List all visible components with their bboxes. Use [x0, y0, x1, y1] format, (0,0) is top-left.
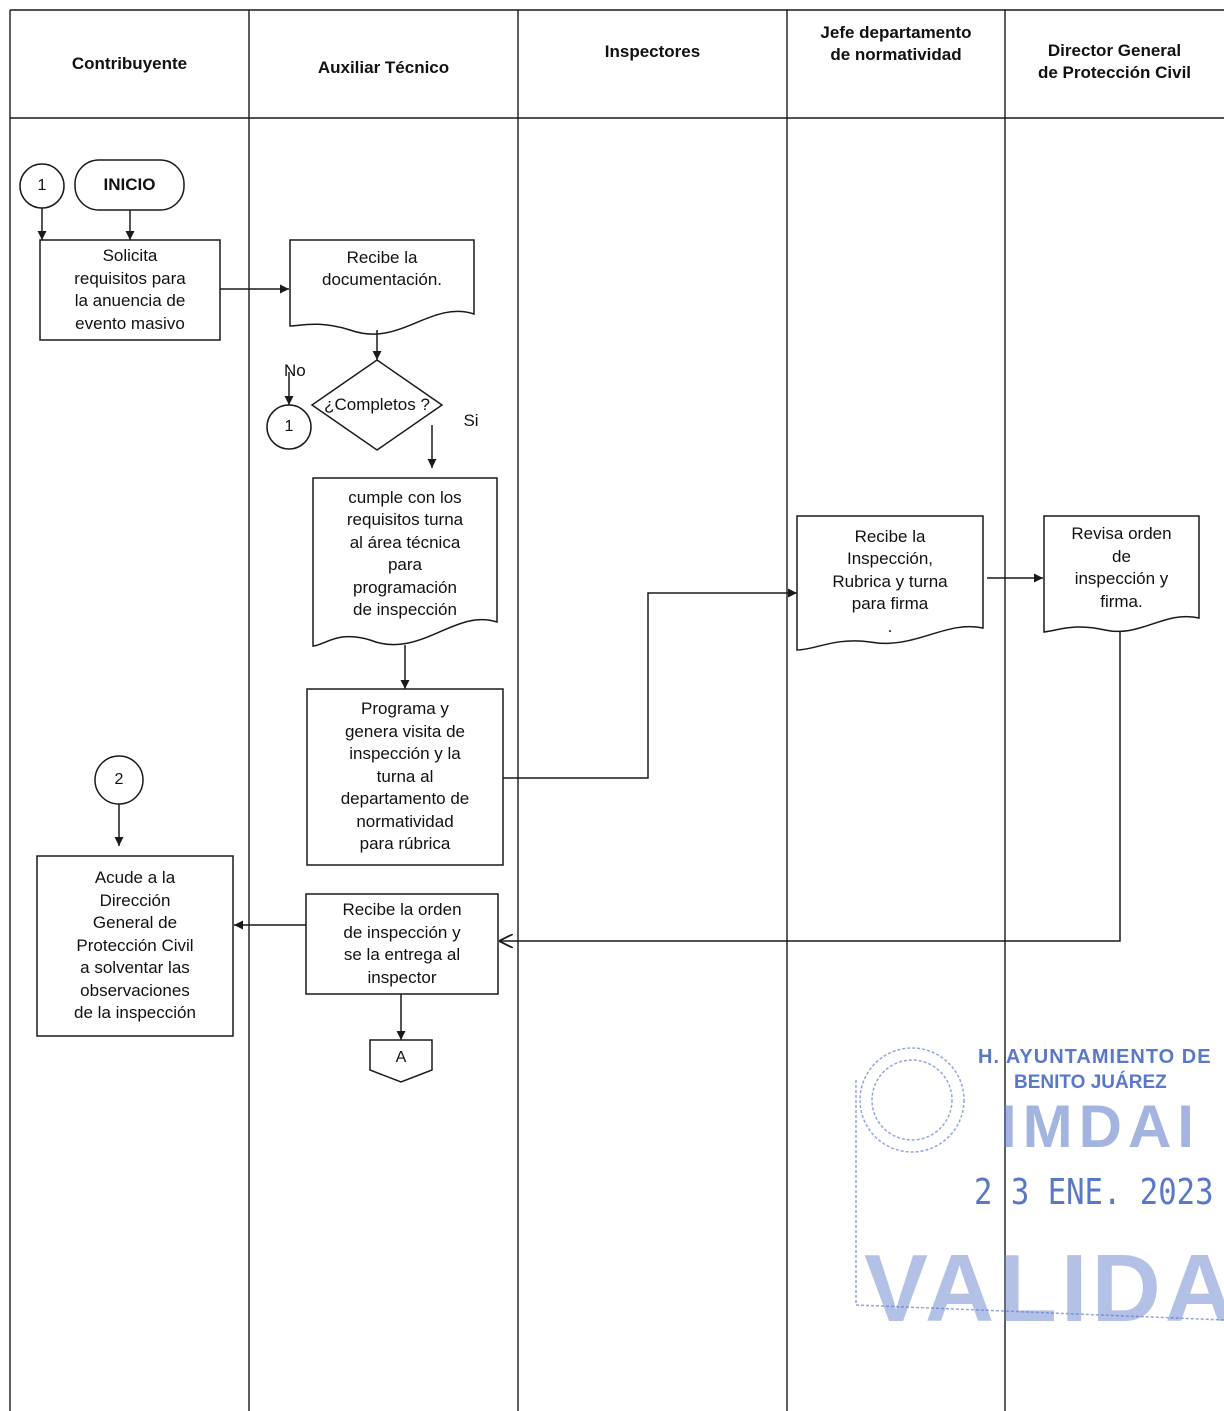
lane-header-jefe: Jefe departamento de normatividad: [820, 23, 972, 64]
connector-1-top: 1: [37, 176, 47, 194]
offpage-connector-a: A: [395, 1048, 407, 1066]
recibe-orden-box-shape: [305, 893, 499, 995]
stamp-line-1: H. AYUNTAMIENTO DE: [978, 1046, 1212, 1068]
lane-header-inspectores: Inspectores: [604, 42, 701, 61]
lane-header-auxiliar: Auxiliar Técnico: [317, 58, 450, 77]
arrow-programa-to-jefe: [503, 588, 797, 779]
recibe-documentacion-box: Recibe la documentación.: [321, 247, 443, 290]
offpage-a-shape: [369, 1039, 433, 1083]
programa-visita-box: Programa y genera visita de inspección y…: [340, 699, 470, 854]
lane-header-contribuyente: Contribuyente: [71, 54, 188, 73]
programa-box-shape: [306, 688, 504, 866]
lane-grid: [9, 9, 1224, 1411]
director-revisa-orden-box: Revisa orden de inspección y firma.: [1071, 524, 1172, 611]
inicio-terminal: INICIO: [103, 174, 156, 194]
lane-header-director: Director General de Protección Civil: [1037, 41, 1192, 82]
decision-diamond: [310, 359, 444, 451]
acude-box-shape: [36, 855, 234, 1037]
arrow-director-to-orden: [499, 632, 1121, 941]
connector-1-mid: 1: [284, 417, 294, 435]
jefe-recibe-inspeccion-box: Recibe la Inspección, Rubrica y turna pa…: [832, 526, 948, 636]
solicita-requisitos-box: Solicita requisitos para la anuencia de …: [74, 246, 186, 333]
stamp-line-3: IMDAI: [1000, 1093, 1200, 1160]
stamp-line-2: BENITO JUÁREZ: [1014, 1072, 1167, 1093]
cumple-doc-shape: [312, 477, 498, 647]
cumple-requisitos-box: cumple con los requisitos turna al área …: [346, 487, 464, 620]
recibe-doc-shape: [289, 239, 475, 335]
stamp-frame: [855, 1047, 1224, 1321]
decision-si-label: Si: [463, 410, 479, 430]
director-doc-shape: [1043, 515, 1200, 633]
decision-completos: ¿Completos ?: [324, 394, 430, 414]
decision-no-label: No: [284, 360, 306, 380]
solicita-box-shape: [39, 239, 221, 341]
validation-stamp: H. AYUNTAMIENTO DE BENITO JUÁREZ IMDAI 2…: [852, 1034, 1224, 1342]
acude-direccion-box: Acude a la Dirección General de Protecci…: [74, 868, 196, 1023]
jefe-doc-shape: [796, 515, 984, 651]
stamp-validado: VALIDADO: [864, 1235, 1224, 1342]
recibe-orden-box: Recibe la orden de inspección y se la en…: [342, 900, 462, 987]
stamp-date: 2 3 ENE. 2023: [974, 1172, 1214, 1213]
connector-2: 2: [114, 770, 124, 788]
